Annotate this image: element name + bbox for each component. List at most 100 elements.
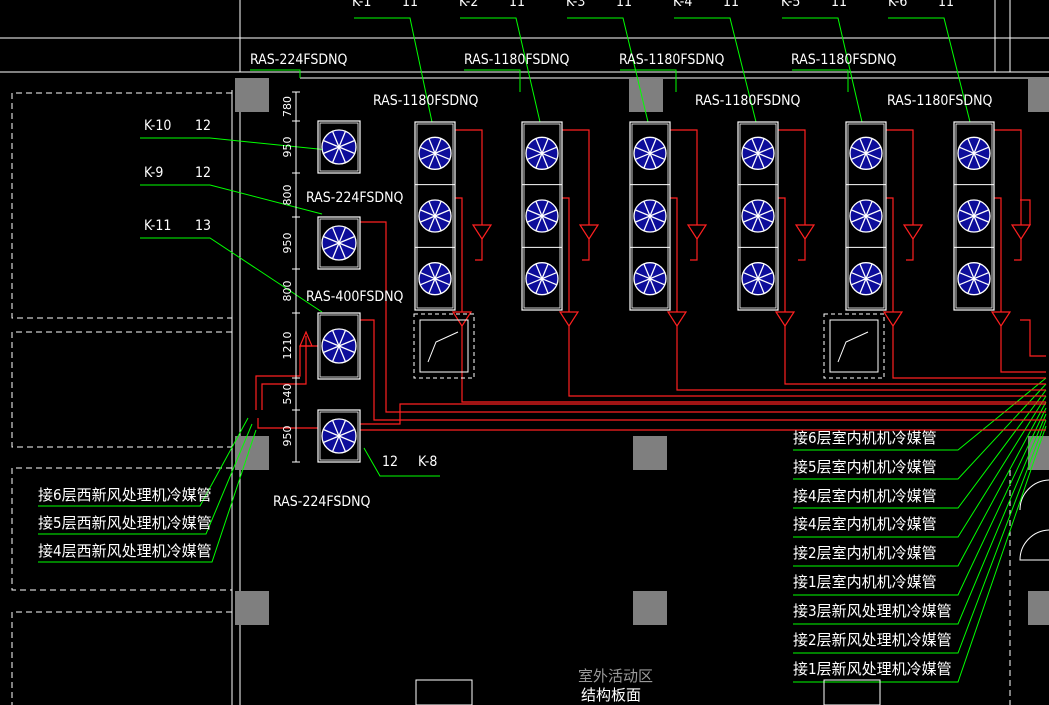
leader-line: [140, 237, 323, 313]
right-note: 接6层室内机机冷媒管: [793, 429, 937, 447]
pipe-branch: [578, 224, 600, 241]
tag-k11: K-11: [144, 218, 171, 234]
pipe-branch: [1010, 224, 1032, 241]
leader-lines: [38, 17, 1047, 683]
pipe-branch: [774, 311, 796, 328]
tag-k4: K-4: [673, 0, 692, 10]
leader-line: [793, 389, 1047, 509]
leader-line: [793, 383, 1047, 480]
outdoor-unit: [317, 120, 361, 174]
fan-icon: [321, 129, 357, 165]
tag-k1-num: 11: [402, 0, 418, 10]
tag-k8: K-8: [418, 454, 437, 470]
left-notes: 接6层西新风处理机冷媒管 接5层西新风处理机冷媒管 接4层西新风处理机冷媒管: [38, 486, 212, 560]
left-note: 接6层西新风处理机冷媒管: [38, 486, 212, 504]
model-label: RAS-1180FSDNQ: [695, 93, 801, 109]
dimension-value: 540: [281, 384, 294, 405]
pipe-branch: [451, 311, 473, 328]
leader-line: [464, 69, 521, 92]
tag-k2-num: 11: [509, 0, 525, 10]
leader-line: [38, 429, 257, 563]
fan-icon: [957, 136, 991, 170]
fan-icon: [849, 136, 883, 170]
tag-k5-num: 11: [831, 0, 847, 10]
fan-icon: [957, 199, 991, 233]
outdoor-unit: [737, 121, 779, 311]
fresh-air-unit: [823, 313, 885, 379]
outdoor-units: [317, 120, 1049, 705]
fan-icon: [525, 136, 559, 170]
dimension-value: 950: [281, 137, 294, 158]
pipe-branch: [299, 330, 313, 347]
leader-line: [620, 69, 677, 92]
fan-icon: [525, 262, 559, 296]
slab-label: 结构板面: [581, 686, 641, 704]
model-label: RAS-224FSDNQ: [306, 190, 403, 206]
fan-icon: [849, 199, 883, 233]
leader-line: [250, 69, 301, 78]
leader-line: [140, 184, 323, 215]
tag-k2: K-2: [459, 0, 478, 10]
left-note: 接5层西新风处理机冷媒管: [38, 514, 212, 532]
right-note: 接4层室内机机冷媒管: [793, 487, 937, 505]
model-label: RAS-1180FSDNQ: [791, 52, 897, 68]
tag-k5: K-5: [781, 0, 800, 10]
dimension-value: 1210: [281, 332, 294, 360]
fan-icon: [418, 136, 452, 170]
leader-line: [354, 17, 433, 123]
tag-k8-num: 12: [382, 454, 398, 470]
right-note: 接4层室内机机冷媒管: [793, 515, 937, 533]
door-arc: [1019, 529, 1049, 561]
leader-line: [38, 417, 249, 507]
top-tags: K-1 11 K-2 11 K-3 11 K-4 11 K-5 11 K-6 1…: [352, 0, 954, 10]
fan-icon: [418, 262, 452, 296]
leader-line: [793, 413, 1047, 625]
model-label: RAS-1180FSDNQ: [887, 93, 993, 109]
model-label: RAS-400FSDNQ: [306, 289, 403, 305]
outdoor-unit: [629, 121, 671, 311]
fan-icon: [418, 199, 452, 233]
tag-k10-num: 12: [195, 118, 211, 134]
model-label: RAS-224FSDNQ: [250, 52, 347, 68]
fresh-air-unit: [415, 679, 473, 705]
outdoor-unit: [317, 312, 361, 380]
pipe-branch: [558, 311, 580, 328]
leader-line: [793, 401, 1047, 567]
right-note: 接1层新风处理机冷媒管: [793, 660, 952, 678]
fan-icon: [321, 225, 357, 261]
pipe-branch: [686, 224, 708, 241]
leader-line: [793, 407, 1047, 596]
right-note: 接3层新风处理机冷媒管: [793, 602, 952, 620]
area-label: 室外活动区: [578, 667, 653, 685]
dimension-value: 780: [281, 96, 294, 117]
outdoor-unit: [317, 216, 361, 270]
fan-icon: [633, 262, 667, 296]
outdoor-unit: [317, 409, 361, 463]
tag-k11-num: 13: [195, 218, 211, 234]
leader-line: [674, 17, 757, 123]
pipe-branch: [471, 224, 493, 241]
model-label: RAS-1180FSDNQ: [464, 52, 570, 68]
model-label: RAS-1180FSDNQ: [619, 52, 725, 68]
leader-line: [888, 17, 971, 123]
fan-icon: [741, 199, 775, 233]
leader-line: [567, 17, 649, 123]
leader-line: [782, 17, 863, 123]
right-note: 接5层室内机机冷媒管: [793, 458, 937, 476]
pipe-branch: [990, 311, 1012, 328]
tag-k6: K-6: [888, 0, 907, 10]
tag-k6-num: 11: [938, 0, 954, 10]
tag-k3-num: 11: [616, 0, 632, 10]
right-note: 接2层新风处理机冷媒管: [793, 631, 952, 649]
tag-k3: K-3: [566, 0, 585, 10]
right-note: 接2层室内机机冷媒管: [793, 544, 937, 562]
model-labels: RAS-224FSDNQ RAS-1180FSDNQ RAS-1180FSDNQ…: [250, 52, 993, 510]
fan-icon: [741, 262, 775, 296]
tag-k10: K-10: [144, 118, 171, 134]
tag-k9: K-9: [144, 165, 163, 181]
pipe-branch: [882, 311, 904, 328]
right-notes: 接6层室内机机冷媒管 接5层室内机机冷媒管 接4层室内机机冷媒管 接4层室内机机…: [793, 429, 952, 678]
fan-icon: [957, 262, 991, 296]
